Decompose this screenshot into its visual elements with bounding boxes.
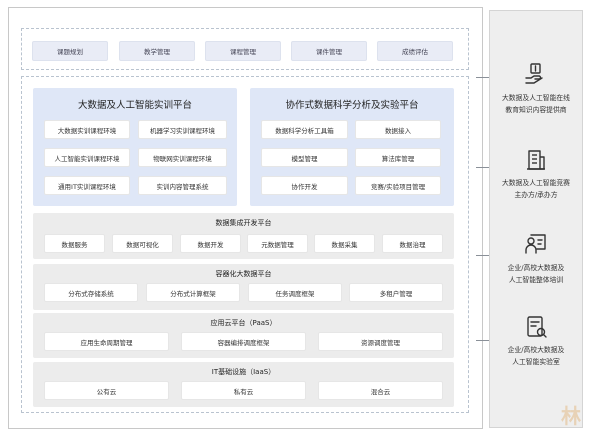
layer-item[interactable]: 数据治理 xyxy=(382,234,443,253)
panel-left-item[interactable]: 人工智能实训课程环境 xyxy=(44,148,130,167)
side-item-label: 大数据及人工智能竞赛 主办方/承办方 xyxy=(489,177,583,201)
panel-right-item[interactable]: 数据科学分析工具箱 xyxy=(261,120,348,139)
layer-item[interactable]: 任务调度框架 xyxy=(248,283,342,302)
layer-item[interactable]: 元数据管理 xyxy=(247,234,308,253)
panel-right-item[interactable]: 协作开发 xyxy=(261,176,348,195)
layer-title: 数据集成开发平台 xyxy=(215,219,272,227)
panel-left-item[interactable]: 通用IT实训课程环境 xyxy=(44,176,130,195)
side-item-line: 企业/高校大数据及 xyxy=(507,346,565,354)
panel-right-item[interactable]: 数据接入 xyxy=(355,120,441,139)
layer-item[interactable]: 应用生命周期管理 xyxy=(44,332,169,351)
layer-item[interactable]: 分布式存储系统 xyxy=(44,283,138,302)
person-board-icon xyxy=(525,232,547,256)
layer-item[interactable]: 混合云 xyxy=(318,381,443,400)
side-item-line: 企业/高校大数据及 xyxy=(507,264,565,272)
arrow-right-line xyxy=(476,255,495,256)
panel-right-item[interactable]: 算法库管理 xyxy=(355,148,441,167)
lab-report-icon xyxy=(525,315,547,339)
layer-item[interactable]: 私有云 xyxy=(181,381,306,400)
tab-item[interactable]: 课题规划 xyxy=(32,41,108,61)
training-platform-title: 大数据及人工智能实训平台 xyxy=(77,100,192,111)
side-item-line: 大数据及人工智能竞赛 xyxy=(502,179,570,187)
layer-item[interactable]: 容器编排调度框架 xyxy=(181,332,306,351)
watermark-text: 林 xyxy=(561,404,581,428)
layer-title: 应用云平台（PaaS） xyxy=(210,319,277,327)
top-tab-strip xyxy=(21,28,469,70)
watermark-logo: 林 xyxy=(561,400,581,429)
arrow-right-line xyxy=(476,77,495,78)
layer-item[interactable]: 公有云 xyxy=(44,381,169,400)
panel-right-item[interactable]: 模型管理 xyxy=(261,148,348,167)
layer-title: IT基础设施（IaaS） xyxy=(211,368,276,376)
layer-item[interactable]: 数据服务 xyxy=(44,234,105,253)
building-icon xyxy=(526,148,546,172)
side-item-line: 人工智能整体培训 xyxy=(508,276,564,284)
panel-left-item[interactable]: 实训内容管理系统 xyxy=(138,176,227,195)
layer-title: 容器化大数据平台 xyxy=(215,270,272,278)
hand-coin-icon xyxy=(524,62,546,86)
side-item-label: 企业/高校大数据及 人工智能整体培训 xyxy=(489,262,583,286)
tab-item[interactable]: 课程管理 xyxy=(205,41,281,61)
platform-stack-frame xyxy=(21,76,469,413)
panel-right-item[interactable]: 竞赛/实验项目管理 xyxy=(355,176,441,195)
tab-item[interactable]: 成绩评估 xyxy=(377,41,453,61)
panel-left-item[interactable]: 物联网实训课程环境 xyxy=(138,148,227,167)
layer-item[interactable]: 多租户管理 xyxy=(349,283,443,302)
tab-item[interactable]: 教学管理 xyxy=(119,41,195,61)
arrow-right-line xyxy=(476,167,495,168)
layer-item[interactable]: 数据开发 xyxy=(180,234,241,253)
side-item-label: 大数据及人工智能在线 教育知识内容提供商 xyxy=(489,92,583,116)
side-item-line: 大数据及人工智能在线 xyxy=(502,94,570,102)
layer-item[interactable]: 资源调度管理 xyxy=(318,332,443,351)
arrow-right-line xyxy=(476,340,495,341)
analysis-platform-title: 协作式数据科学分析及实验平台 xyxy=(285,100,419,111)
side-item-line: 人工智能实验室 xyxy=(512,358,560,366)
panel-left-item[interactable]: 机器学习实训课程环境 xyxy=(138,120,227,139)
tab-item[interactable]: 课件管理 xyxy=(291,41,367,61)
layer-item[interactable]: 数据采集 xyxy=(314,234,375,253)
side-item-line: 教育知识内容提供商 xyxy=(505,106,567,114)
side-item-label: 企业/高校大数据及 人工智能实验室 xyxy=(489,344,583,368)
layer-item[interactable]: 数据可视化 xyxy=(112,234,173,253)
layer-item[interactable]: 分布式计算框架 xyxy=(146,283,240,302)
side-item-line: 主办方/承办方 xyxy=(514,191,558,199)
panel-left-item[interactable]: 大数据实训课程环境 xyxy=(44,120,130,139)
